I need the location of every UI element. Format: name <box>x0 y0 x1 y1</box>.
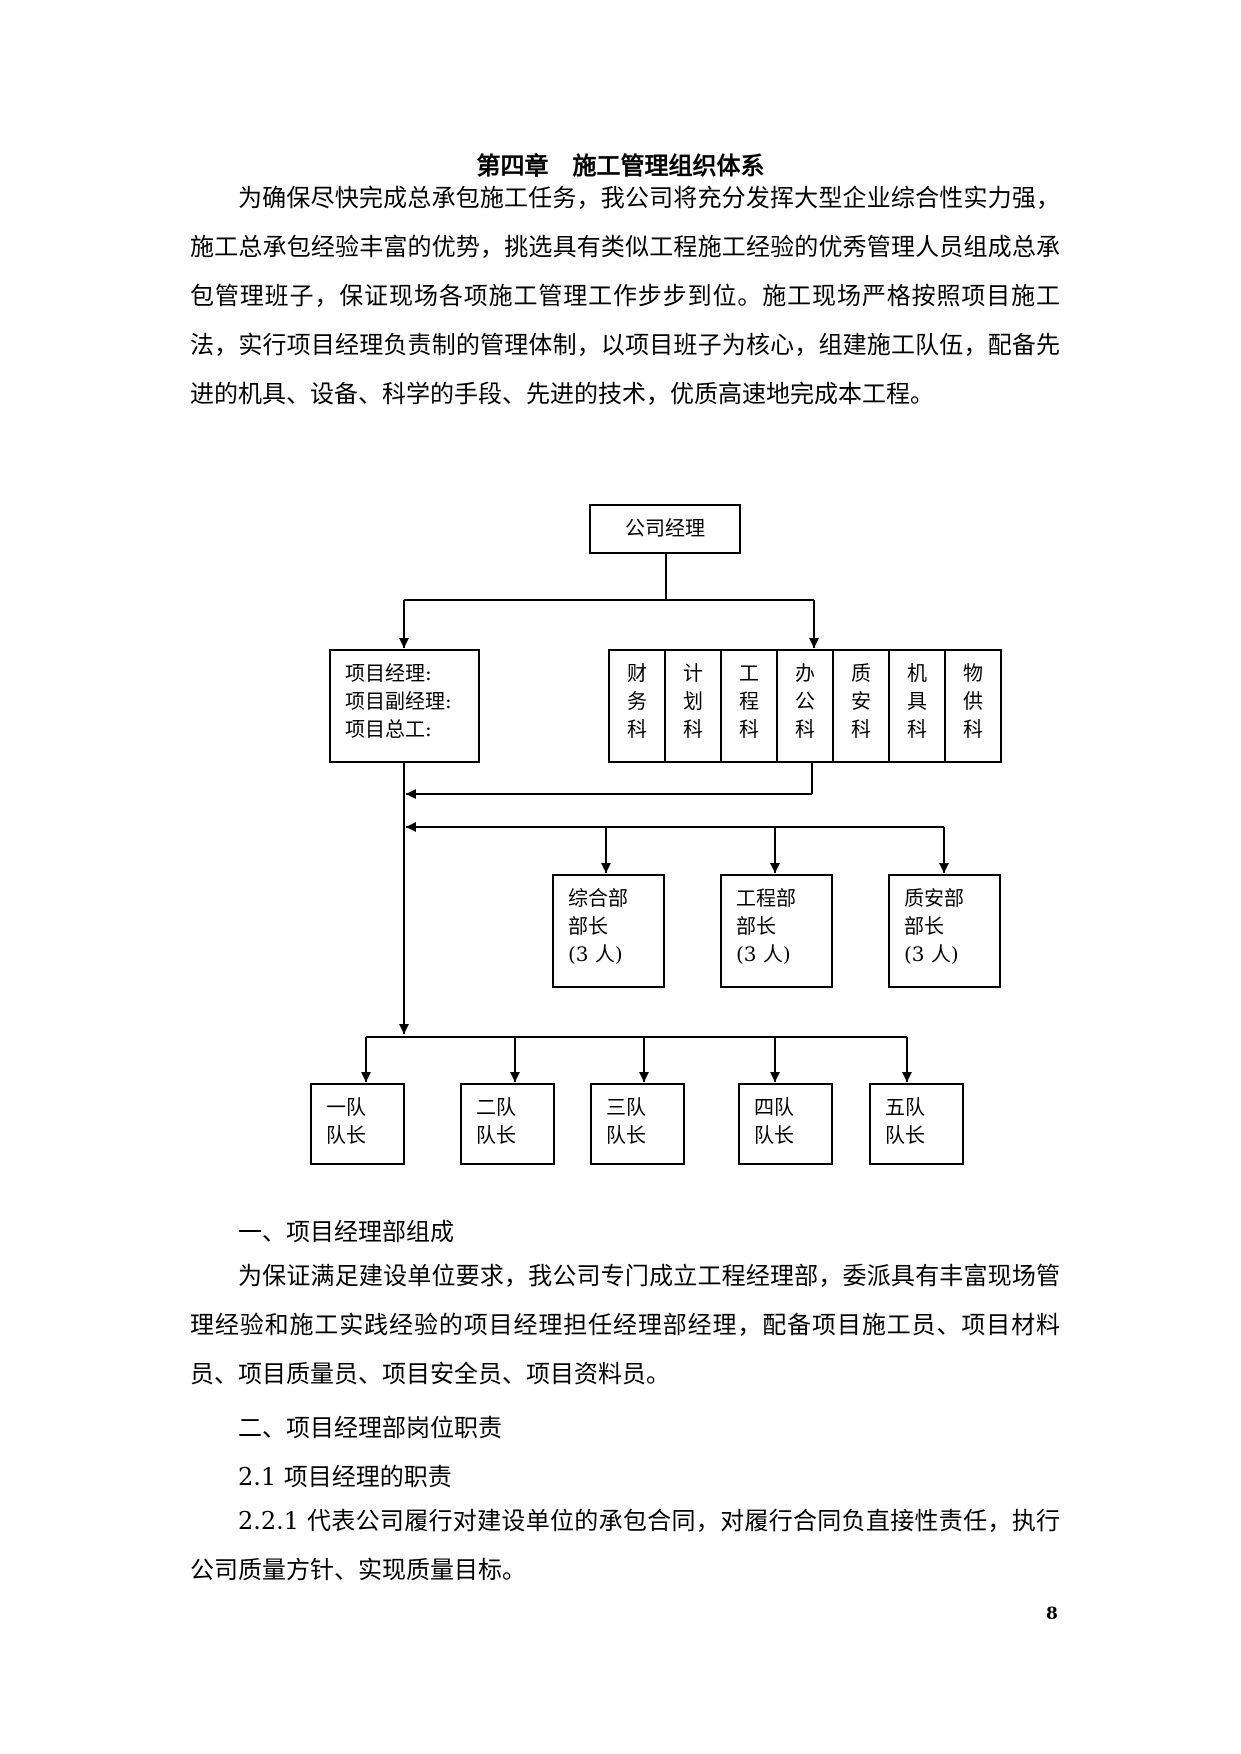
team-box-line: 队长 <box>606 1123 646 1147</box>
dept-char: 工 <box>739 661 759 685</box>
dept-char: 安 <box>851 689 871 713</box>
chapter-title: 第四章 施工管理组织体系 <box>476 151 765 180</box>
minister-box-line: 综合部 <box>568 886 628 910</box>
dept-finance: 财 务 科 <box>627 661 647 741</box>
minister-box-engineering: 工程部 部长 (3 人) <box>720 874 833 988</box>
team-box-line: 队长 <box>754 1123 794 1147</box>
dept-char: 科 <box>963 717 983 741</box>
section-2-heading: 二、项目经理部岗位职责 <box>238 1414 502 1442</box>
dept-char: 科 <box>907 717 927 741</box>
dept-supply: 物 供 科 <box>963 661 983 741</box>
team-box-5: 五队 队长 <box>869 1083 964 1165</box>
team-box-line: 五队 <box>885 1095 925 1119</box>
dept-char: 科 <box>739 717 759 741</box>
team-box-line: 二队 <box>476 1095 516 1119</box>
minister-box-line: 部长 <box>568 914 608 938</box>
dept-quality-safety: 质 安 科 <box>851 661 871 741</box>
org-chart-connectors <box>361 553 949 1082</box>
dept-planning: 计 划 科 <box>683 661 703 741</box>
project-management-box: 项目经理: 项目副经理: 项目总工: <box>329 649 480 763</box>
dept-char: 机 <box>907 661 927 685</box>
team-box-line: 一队 <box>326 1095 366 1119</box>
team-box-line: 队长 <box>326 1123 366 1147</box>
team-box-line: 四队 <box>754 1095 794 1119</box>
dept-office: 办 公 科 <box>795 661 815 741</box>
company-manager-label: 公司经理 <box>625 516 705 540</box>
project-box-line: 项目总工: <box>345 717 432 741</box>
intro-paragraph: 为确保尽快完成总承包施工任务，我公司将充分发挥大型企业综合性实力强，施工总承包经… <box>190 184 1060 408</box>
page-number: 8 <box>1046 1604 1058 1624</box>
section-1-paragraph: 为保证满足建设单位要求，我公司专门成立工程经理部，委派具有丰富现场管理经验和施工… <box>190 1262 1060 1388</box>
team-box-line: 队长 <box>476 1123 516 1147</box>
dept-char: 质 <box>851 661 871 685</box>
dept-char: 公 <box>795 689 815 713</box>
dept-char: 计 <box>683 661 703 685</box>
project-box-line: 项目副经理: <box>345 689 452 713</box>
dept-char: 具 <box>907 689 927 713</box>
dept-char: 供 <box>963 689 983 713</box>
team-box-line: 三队 <box>606 1095 646 1119</box>
section-1-heading: 一、项目经理部组成 <box>238 1218 454 1246</box>
section-2-1-heading: 2.1 项目经理的职责 <box>238 1463 452 1491</box>
minister-box-line: (3 人) <box>904 942 959 966</box>
dept-char: 科 <box>683 717 703 741</box>
team-box-2: 二队 队长 <box>460 1083 555 1165</box>
dept-char: 务 <box>627 689 647 713</box>
company-manager-box: 公司经理 <box>589 504 741 554</box>
dept-equipment: 机 具 科 <box>907 661 927 741</box>
department-boxes: 财 务 科 计 划 科 工 程 科 办 公 科 质 安 科 机 具 科 <box>608 649 1002 763</box>
dept-char: 划 <box>683 689 703 713</box>
dept-engineering: 工 程 科 <box>739 661 759 741</box>
minister-box-line: 部长 <box>904 914 944 938</box>
minister-box-line: (3 人) <box>736 942 791 966</box>
team-box-1: 一队 队长 <box>310 1083 405 1165</box>
section-2-2-1-paragraph: 2.2.1 代表公司履行对建设单位的承包合同，对履行合同负直接性责任，执行公司质… <box>190 1507 1060 1584</box>
minister-box-line: (3 人) <box>568 942 623 966</box>
minister-box-line: 工程部 <box>736 886 796 910</box>
dept-char: 科 <box>851 717 871 741</box>
minister-box-line: 部长 <box>736 914 776 938</box>
team-box-4: 四队 队长 <box>738 1083 833 1165</box>
dept-char: 科 <box>795 717 815 741</box>
dept-char: 办 <box>795 661 815 685</box>
minister-box-line: 质安部 <box>904 886 964 910</box>
dept-char: 财 <box>627 661 647 685</box>
minister-box-general: 综合部 部长 (3 人) <box>552 874 665 988</box>
project-box-line: 项目经理: <box>345 661 432 685</box>
team-box-line: 队长 <box>885 1123 925 1147</box>
minister-box-quality-safety: 质安部 部长 (3 人) <box>888 874 1001 988</box>
dept-char: 科 <box>627 717 647 741</box>
dept-char: 程 <box>739 689 759 713</box>
dept-char: 物 <box>963 661 983 685</box>
team-box-3: 三队 队长 <box>590 1083 685 1165</box>
